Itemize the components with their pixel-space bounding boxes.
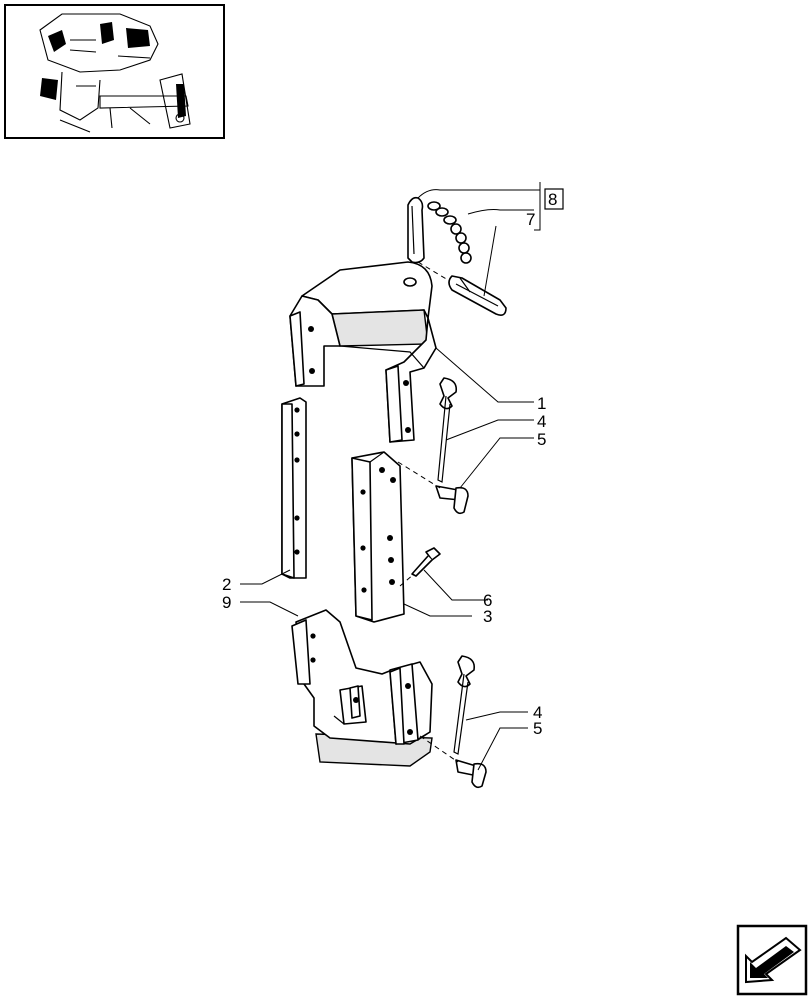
- next-page-arrow-icon[interactable]: [736, 924, 808, 996]
- assembly-line: [419, 735, 459, 763]
- callout-5-upper: 5: [537, 430, 546, 449]
- r-clip-part-lower: [453, 655, 476, 755]
- callout-3: 3: [483, 607, 492, 626]
- drawbar-strip-part: [281, 397, 307, 579]
- channel-drawbar-part: [351, 451, 405, 623]
- linch-pin-part: [448, 275, 507, 316]
- r-clip-part-upper: [437, 377, 458, 483]
- assembly-line: [397, 461, 441, 489]
- leader-lines: [240, 182, 541, 771]
- assembly-line: [417, 261, 449, 281]
- assembly-line: [399, 573, 415, 587]
- overview-thumbnail[interactable]: [4, 4, 225, 139]
- callout-5-lower: 5: [533, 719, 542, 738]
- hitch-support-part: [291, 609, 433, 767]
- callout-8: 8: [548, 190, 557, 209]
- callout-8-box: [544, 188, 564, 210]
- clevis-bracket-part: [289, 261, 437, 443]
- callout-2: 2: [222, 575, 231, 594]
- chain-part: [427, 201, 472, 264]
- clevis-pin-part-upper: [435, 485, 469, 515]
- callout-4-lower: 4: [533, 703, 542, 722]
- clevis-pin-part-lower: [455, 759, 487, 789]
- callout-labels: 8 7 1 4 5 2 9 6 3 4 5: [222, 188, 564, 738]
- callout-4-upper: 4: [537, 412, 546, 431]
- callout-6: 6: [483, 591, 492, 610]
- callout-1: 1: [537, 394, 546, 413]
- bolt-part: [411, 547, 441, 577]
- callout-7: 7: [526, 210, 535, 229]
- callout-9: 9: [222, 593, 231, 612]
- lanyard-pin-part: [407, 196, 425, 264]
